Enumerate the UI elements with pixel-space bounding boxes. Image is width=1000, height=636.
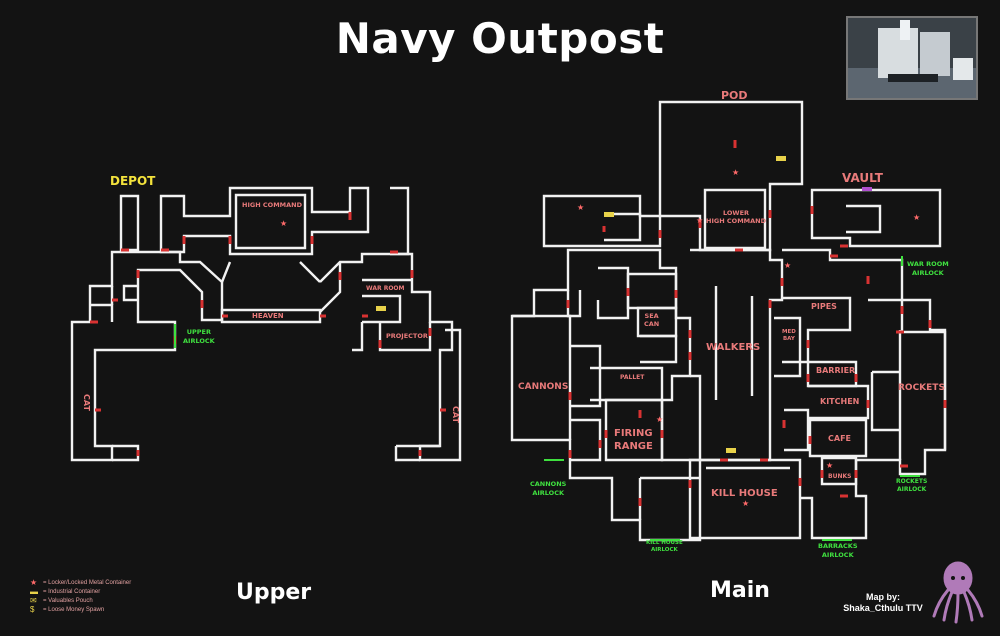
loot-markers: ★ ★ ★ ★ ★ ★ ★ ★ ★ xyxy=(280,168,920,508)
cat-right-label: CAT xyxy=(450,406,460,423)
location-thumbnail xyxy=(846,16,978,100)
walkers-label: WALKERS xyxy=(706,342,761,353)
depot-label: DEPOT xyxy=(110,174,156,188)
svg-text:★: ★ xyxy=(732,168,739,177)
svg-text:★: ★ xyxy=(784,261,791,270)
svg-text:★: ★ xyxy=(742,499,749,508)
projector-label: PROJECTOR xyxy=(386,332,428,340)
svg-text:★: ★ xyxy=(826,461,833,470)
legend-row: $= Loose Money Spawn xyxy=(30,605,105,614)
svg-text:★: ★ xyxy=(577,203,584,212)
main-floorplan xyxy=(510,100,947,542)
upper-section-title: Upper xyxy=(236,580,312,605)
envelope-icon: ✉ xyxy=(30,596,37,605)
money-icon: $ xyxy=(30,605,35,614)
pallet-label: PALLET xyxy=(620,374,645,381)
map-title: Navy Outpost xyxy=(335,14,665,63)
cat-left-label: CAT xyxy=(81,394,91,411)
pod-label: POD xyxy=(721,89,748,102)
vault-label: VAULT xyxy=(842,171,883,185)
octopus-logo-icon xyxy=(932,561,984,624)
bunks-label: BUNKS xyxy=(828,473,852,480)
war-room-label: WAR ROOM xyxy=(366,285,405,292)
container-icon: ▬ xyxy=(30,587,38,596)
container-markers xyxy=(376,156,786,453)
legend-row: ★= Locker/Locked Metal Container xyxy=(30,578,132,587)
cannons-label: CANNONS xyxy=(518,382,569,392)
kitchen-label: KITCHEN xyxy=(820,397,860,406)
cafe-label: CAFE xyxy=(828,434,851,443)
svg-text:★: ★ xyxy=(656,415,663,424)
heaven-label: HEAVEN xyxy=(252,312,284,320)
high-command-label: HIGH COMMAND xyxy=(242,201,302,209)
rockets-label: ROCKETS xyxy=(898,383,945,393)
legend-row: ✉= Valuables Pouch xyxy=(30,596,93,605)
kill-house-label: KILL HOUSE xyxy=(711,488,778,499)
pipes-label: PIPES xyxy=(811,302,837,311)
upper-floorplan xyxy=(70,186,462,462)
vault-door-marker xyxy=(862,187,872,191)
star-icon: ★ xyxy=(30,578,38,587)
svg-text:★: ★ xyxy=(280,219,287,228)
legend-row: ▬= Industrial Container xyxy=(30,587,101,596)
main-section-title: Main xyxy=(710,578,770,603)
map-credit: Map by:Shaka_Cthulu TTV xyxy=(843,592,923,613)
barrier-label: BARRIER xyxy=(816,366,856,375)
svg-text:★: ★ xyxy=(696,216,703,225)
airlock-markers xyxy=(174,256,920,541)
door-markers xyxy=(90,140,947,506)
legend: ★= Locker/Locked Metal Container ▬= Indu… xyxy=(30,578,170,614)
svg-text:★: ★ xyxy=(913,213,920,222)
